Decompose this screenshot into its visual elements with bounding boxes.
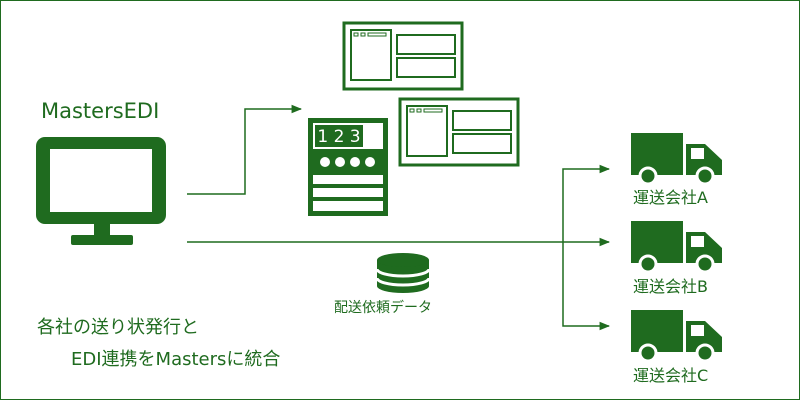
carrier-b-label: 運送会社B: [633, 277, 708, 296]
caption-line-1: 各社の送り状発行と: [37, 317, 199, 338]
truck-icon: [631, 133, 722, 186]
caption-line-2: EDI連携をMastersに統合: [71, 349, 281, 370]
app-name-label: MastersEDI: [41, 99, 160, 123]
truck-icon: [631, 310, 722, 363]
database-label: 配送依頼データ: [334, 300, 432, 316]
arrow-to-documents: [187, 104, 303, 195]
arrow-to-carrier-a: [562, 164, 611, 242]
form-window-icon: [398, 97, 520, 167]
form-window-icon: [342, 21, 464, 91]
label-digits: 1 2 3: [317, 127, 360, 147]
monitor-icon: [36, 137, 166, 245]
carrier-c-label: 運送会社C: [633, 366, 709, 385]
arrow-to-carrier-c: [562, 242, 611, 331]
truck-icon: [631, 221, 722, 274]
database-icon: [375, 253, 431, 293]
shipping-label-icon: 1 2 3: [308, 118, 388, 216]
carrier-a-label: 運送会社A: [633, 188, 708, 207]
